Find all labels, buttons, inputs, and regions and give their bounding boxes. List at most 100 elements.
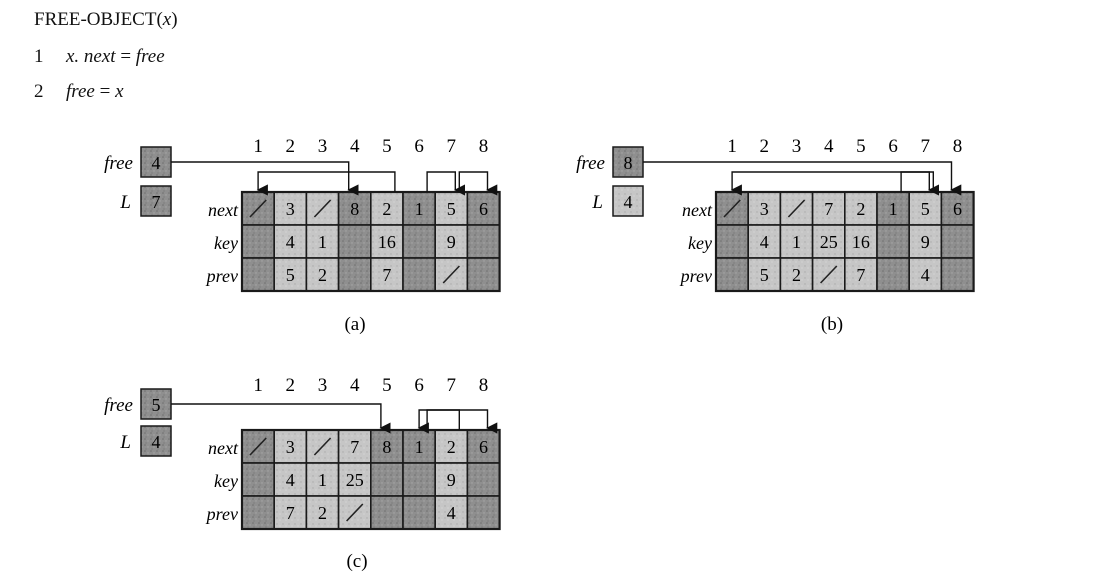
assign-rhs: free [135, 46, 165, 67]
panel-a-cell-value: 4 [286, 232, 295, 252]
panel-a-cell [337, 257, 372, 292]
panel-a-grid-border [240, 190, 501, 293]
panel-b-free-value: 8 [624, 153, 633, 173]
panel-b-row-label: key [688, 233, 712, 253]
panel-a-cell-value: 5 [447, 199, 456, 219]
panel-a-pointer-arrow [458, 171, 498, 196]
panel-a-pointer-arrow [256, 171, 396, 196]
panel-a-cell [273, 257, 308, 292]
panel-b-index-label: 7 [921, 136, 931, 157]
panel-c-cell-value: 7 [286, 503, 295, 523]
panel-b-cell [876, 257, 911, 292]
panel-b-nil-slash [787, 199, 806, 218]
panel-b-pointer-arrow [643, 161, 962, 196]
panel-c-free-label: free [104, 395, 133, 416]
panel-b-caption: (b) [821, 314, 843, 335]
panel-b-index-label: 2 [760, 136, 770, 157]
panel-b-cell [715, 224, 750, 259]
panel-c-cell-value: 3 [286, 437, 295, 457]
panel-a-cell [337, 224, 372, 259]
panel-c-cell-value: 4 [286, 470, 295, 490]
panel-b-cell-value: 7 [824, 199, 833, 219]
panel-a-index-label: 6 [414, 136, 424, 157]
panel-c-index-label: 3 [318, 375, 328, 396]
panel-c-caption: (c) [346, 551, 367, 572]
panel-a-row-label: key [214, 233, 238, 253]
panel-b-cell [876, 224, 911, 259]
panel-b-cell [908, 257, 943, 292]
panel-b-cell-value: 25 [820, 232, 838, 252]
panel-c-free-value: 5 [152, 395, 161, 415]
panel-b-cell-value: 7 [856, 265, 865, 285]
panel-c-cell [305, 495, 340, 530]
panel-c-row-label: prev [205, 504, 238, 524]
panel-b-row-label: next [682, 200, 713, 220]
panel-c-index-label: 1 [253, 375, 263, 396]
panel-c-cell-value: 2 [447, 437, 456, 457]
panel-c-cell [369, 495, 404, 530]
panel-c-L-label: L [119, 432, 131, 453]
panel-b-L-box [612, 185, 644, 217]
panel-b-cell [940, 257, 975, 292]
panel-a-L-box [140, 185, 172, 217]
panel-c-row-label: next [208, 438, 239, 458]
panel-b-index-label: 1 [727, 136, 737, 157]
panel-a-free-value: 4 [152, 153, 161, 173]
panel-c-cell [241, 495, 276, 530]
panel-b-cell-value: 4 [760, 232, 769, 252]
panel-b-index-label: 5 [856, 136, 866, 157]
panel-a-index-label: 8 [479, 136, 489, 157]
panel-b-cell-value: 5 [921, 199, 930, 219]
panel-b-index-label: 8 [953, 136, 963, 157]
panel-a-cell [305, 224, 340, 259]
panel-c-index-label: 4 [350, 375, 360, 396]
panel-b-nil-slash [723, 199, 741, 218]
algorithm-name: FREE-OBJECT [34, 9, 157, 30]
panel-b-cell-value: 5 [760, 265, 769, 285]
panel-a-L-label: L [119, 192, 131, 213]
panel-c-cell [369, 462, 404, 497]
panel-c-cell-value: 1 [415, 437, 424, 457]
assign-lhs: free [66, 81, 95, 102]
panel-c-cell-value: 9 [447, 470, 456, 490]
panel-b-cell-value: 16 [852, 232, 870, 252]
panel-c-cell [402, 462, 437, 497]
panel-a-cell-value: 2 [382, 199, 391, 219]
panel-c-index-label: 7 [447, 375, 457, 396]
panel-a-cell [241, 224, 276, 259]
algorithm-param: x [162, 9, 172, 30]
panel-c-index-label: 2 [286, 375, 296, 396]
panel-a-index-label: 4 [350, 136, 360, 157]
panel-b-cell-value: 1 [792, 232, 801, 252]
panel-c-grid-border [240, 428, 501, 531]
panel-a-cell [466, 257, 501, 292]
panel-b-nil-slash [820, 265, 838, 284]
panel-a-cell [337, 191, 372, 226]
panel-b-cell [747, 257, 782, 292]
panel-c-cell-value: 7 [350, 437, 359, 457]
panel-c-cell [337, 462, 372, 497]
panel-c-pointer-arrow [417, 409, 460, 434]
panel-c-cell-value: 6 [479, 437, 488, 457]
panel-b-cell-value: 4 [921, 265, 930, 285]
panel-a-cell-value: 8 [350, 199, 359, 219]
panel-b-cell [843, 224, 878, 259]
panel-a-cell-value: 2 [318, 265, 327, 285]
panel-c-cell [466, 462, 501, 497]
panel-a-row-label: prev [205, 266, 238, 286]
panel-a-cell-value: 1 [415, 199, 424, 219]
panel-b-index-label: 4 [824, 136, 834, 157]
panel-b-cell-value: 9 [921, 232, 930, 252]
panel-a-row-label: next [208, 200, 239, 220]
panel-c-nil-slash [249, 437, 267, 456]
panel-a-nil-slash [442, 265, 460, 284]
panel-a-cell-value: 6 [479, 199, 488, 219]
panel-c-index-label: 5 [382, 375, 392, 396]
panel-a-cell-value: 1 [318, 232, 327, 252]
panel-a-cell [402, 257, 437, 292]
panel-a-index-label: 2 [286, 136, 296, 157]
panel-a-caption: (a) [344, 314, 365, 335]
